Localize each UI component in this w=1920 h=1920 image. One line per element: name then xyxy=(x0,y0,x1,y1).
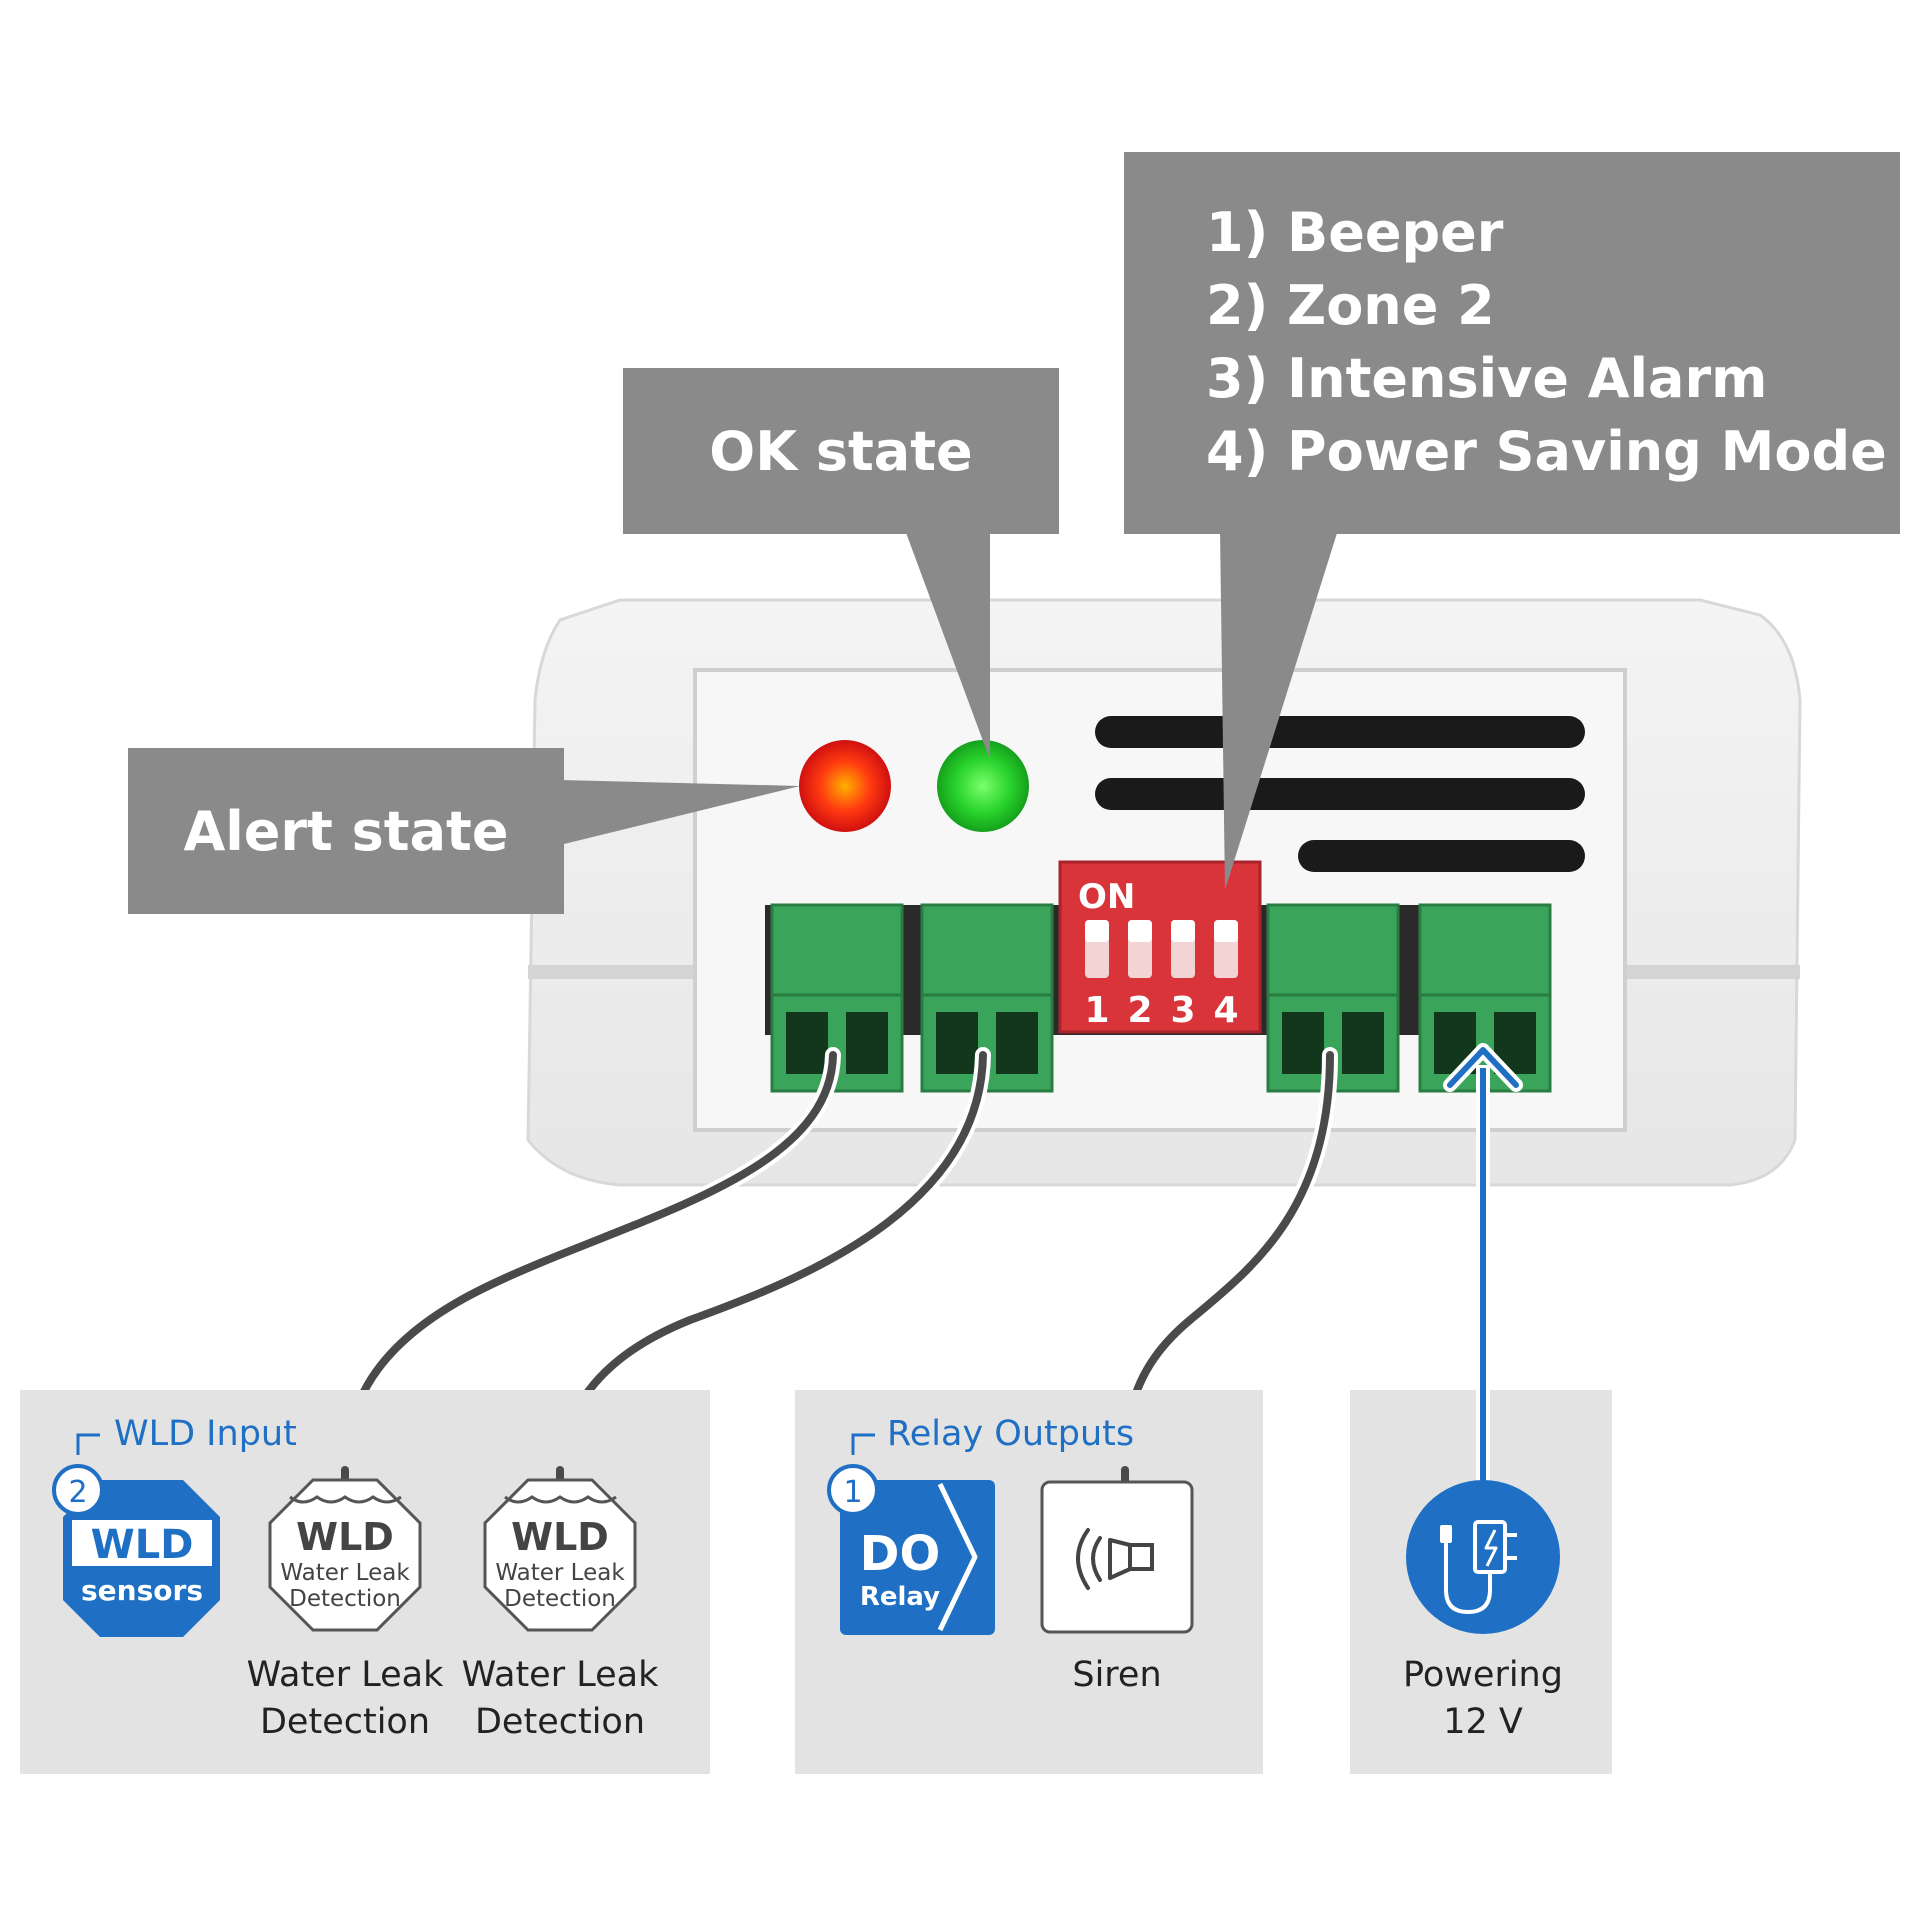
dip-function-1: 1) Beeper xyxy=(1206,201,1504,264)
wld-sensor-1-icon: WLD Water Leak Detection xyxy=(268,1478,422,1632)
relay-module-sublabel: Relay xyxy=(860,1582,940,1612)
wld-sensor-2-sub1: Water Leak xyxy=(495,1560,625,1586)
dip-on-label: ON xyxy=(1078,877,1135,917)
dip-function-4: 4) Power Saving Mode xyxy=(1206,420,1887,483)
relay-badge-number: 1 xyxy=(843,1475,862,1510)
wld-sensor-2-caption-line1: Water Leak xyxy=(461,1655,659,1695)
siren-caption: Siren xyxy=(1072,1655,1162,1695)
power-caption-line2: 12 V xyxy=(1443,1702,1523,1742)
callout-alert-text: Alert state xyxy=(183,799,509,863)
wld-sensor-1-caption-line1: Water Leak xyxy=(246,1655,444,1695)
alert-led xyxy=(799,740,891,832)
wld-sensor-2-caption-line2: Detection xyxy=(474,1702,646,1742)
wld-sensors-module-icon: WLD sensors 2 xyxy=(52,1464,220,1637)
wld-sensor-1-caption-line2: Detection xyxy=(259,1702,431,1742)
callout-ok-text: OK state xyxy=(709,419,973,483)
wld-sensor-1-sub2: Detection xyxy=(289,1586,401,1612)
power-caption: Powering 12 V xyxy=(1370,1652,1596,1746)
dip-function-2: 2) Zone 2 xyxy=(1206,274,1495,337)
wld-badge-number: 2 xyxy=(68,1475,87,1510)
power-arrow xyxy=(1443,1043,1523,1490)
dip-number-3: 3 xyxy=(1170,990,1195,1031)
callout-dip-switches: 1) Beeper 2) Zone 2 3) Intensive Alarm 4… xyxy=(1124,152,1900,534)
dip-function-3: 3) Intensive Alarm xyxy=(1206,347,1768,410)
relay-outputs-title: Relay Outputs xyxy=(887,1414,1135,1454)
dip-number-2: 2 xyxy=(1127,990,1152,1031)
callout-alert-state: Alert state xyxy=(128,748,564,914)
dip-switch: ON 1 2 3 4 xyxy=(1058,860,1262,1034)
relay-module-label: DO xyxy=(860,1526,941,1582)
dip-number-1: 1 xyxy=(1084,990,1109,1031)
wld-sensor-2-caption: Water Leak Detection xyxy=(460,1652,660,1746)
callout-ok-state: OK state xyxy=(623,368,1059,534)
terminal-block-4 xyxy=(1418,903,1552,1093)
wld-sensor-1-label: WLD xyxy=(296,1515,394,1559)
dip-number-4: 4 xyxy=(1213,990,1238,1031)
wld-input-title: WLD Input xyxy=(114,1414,297,1454)
siren-icon xyxy=(1040,1480,1194,1634)
do-relay-module-icon: DO Relay 1 xyxy=(827,1464,995,1635)
wld-module-sublabel: sensors xyxy=(81,1574,203,1607)
vent-slots xyxy=(1095,716,1585,872)
wld-sensor-1-caption: Water Leak Detection xyxy=(245,1652,445,1746)
wld-sensor-1-sub1: Water Leak xyxy=(280,1560,410,1586)
wld-sensor-2-label: WLD xyxy=(511,1515,609,1559)
wld-module-label: WLD xyxy=(91,1522,194,1568)
wld-sensor-2-sub2: Detection xyxy=(504,1586,616,1612)
power-caption-line1: Powering xyxy=(1403,1655,1563,1695)
power-supply-icon xyxy=(1406,1480,1560,1634)
ok-led xyxy=(937,740,1029,832)
wld-sensor-2-icon: WLD Water Leak Detection xyxy=(483,1478,637,1632)
